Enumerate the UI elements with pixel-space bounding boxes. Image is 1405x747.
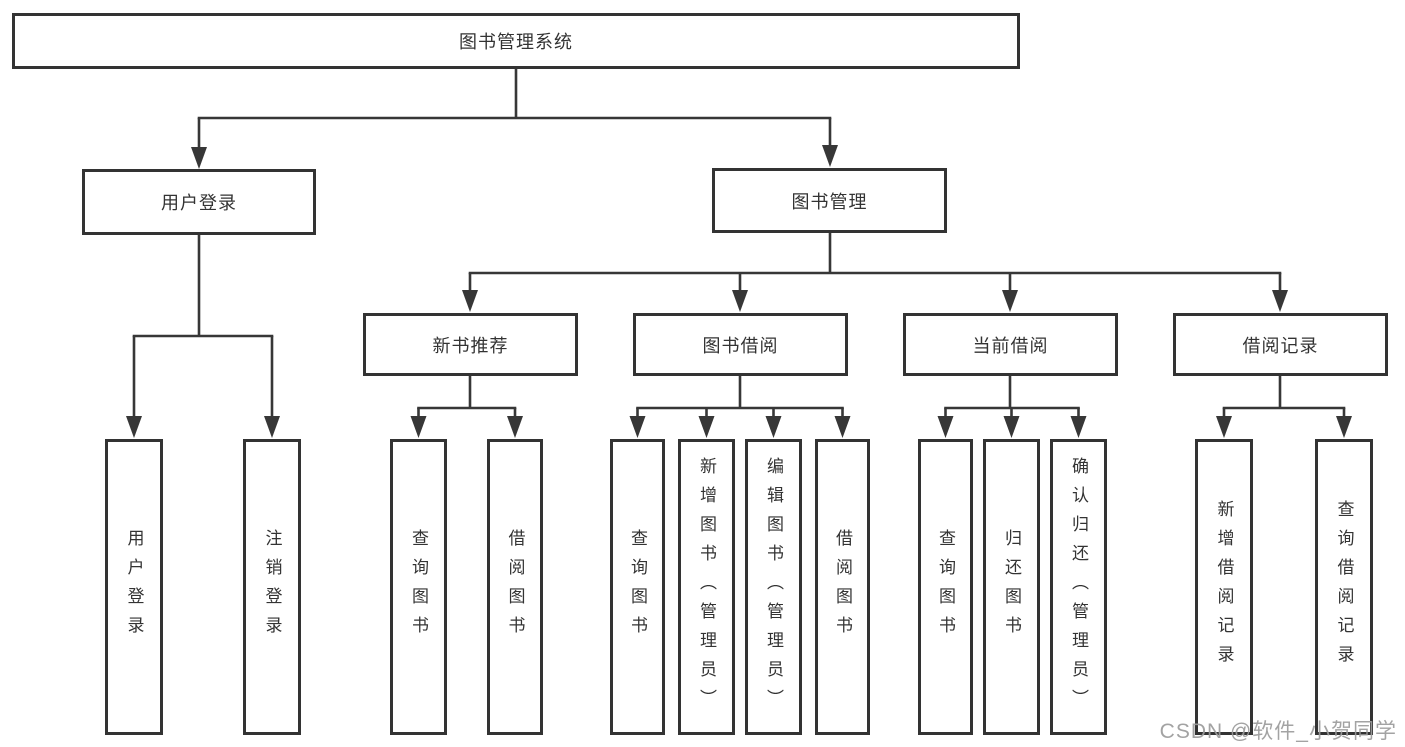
node-current-borrowing-label: 当前借阅 bbox=[972, 335, 1049, 356]
leaf-borrowing-edit-books-admin-label: 编辑图书（管理员） bbox=[764, 456, 783, 718]
leaf-current-query-books: 查询图书 bbox=[918, 439, 973, 735]
leaf-current-confirm-return-admin-label: 确认归还（管理员） bbox=[1069, 456, 1088, 718]
node-book-management: 图书管理 bbox=[712, 168, 947, 233]
leaf-records-query-borrow-record: 查询借阅记录 bbox=[1315, 439, 1373, 735]
leaf-borrowing-borrow-books: 借阅图书 bbox=[815, 439, 870, 735]
node-library-system: 图书管理系统 bbox=[12, 13, 1020, 69]
leaf-records-query-borrow-record-label: 查询借阅记录 bbox=[1334, 500, 1354, 674]
leaf-newbook-borrow-books-label: 借阅图书 bbox=[505, 529, 525, 645]
leaf-current-return-books-label: 归还图书 bbox=[1002, 529, 1021, 645]
node-book-borrowing-label: 图书借阅 bbox=[702, 335, 779, 356]
leaf-logout-login: 注销登录 bbox=[243, 439, 301, 735]
leaf-current-query-books-label: 查询图书 bbox=[936, 529, 955, 645]
node-book-borrowing: 图书借阅 bbox=[633, 313, 848, 376]
node-user-login: 用户登录 bbox=[82, 169, 316, 235]
node-user-login-label: 用户登录 bbox=[161, 193, 237, 213]
node-current-borrowing: 当前借阅 bbox=[903, 313, 1118, 376]
leaf-records-add-borrow-record: 新增借阅记录 bbox=[1195, 439, 1253, 735]
node-library-system-label: 图书管理系统 bbox=[459, 32, 573, 52]
leaf-borrowing-query-books-label: 查询图书 bbox=[628, 529, 647, 645]
leaf-newbook-query-books: 查询图书 bbox=[390, 439, 447, 735]
leaf-current-confirm-return-admin: 确认归还（管理员） bbox=[1050, 439, 1107, 735]
node-new-book-recommend-label: 新书推荐 bbox=[432, 335, 509, 356]
node-book-management-label: 图书管理 bbox=[791, 191, 868, 212]
leaf-newbook-query-books-label: 查询图书 bbox=[409, 529, 428, 645]
leaf-current-return-books: 归还图书 bbox=[983, 439, 1040, 735]
node-borrowing-records-label: 借阅记录 bbox=[1242, 335, 1319, 356]
node-borrowing-records: 借阅记录 bbox=[1173, 313, 1388, 376]
leaf-borrowing-borrow-books-label: 借阅图书 bbox=[833, 529, 852, 645]
leaf-records-add-borrow-record-label: 新增借阅记录 bbox=[1214, 500, 1234, 674]
leaf-user-login: 用户登录 bbox=[105, 439, 163, 735]
node-new-book-recommend: 新书推荐 bbox=[363, 313, 578, 376]
leaf-borrowing-query-books: 查询图书 bbox=[610, 439, 665, 735]
leaf-borrowing-edit-books-admin: 编辑图书（管理员） bbox=[745, 439, 802, 735]
leaf-borrowing-add-books-admin: 新增图书（管理员） bbox=[678, 439, 735, 735]
leaf-user-login-label: 用户登录 bbox=[124, 529, 144, 645]
leaf-newbook-borrow-books: 借阅图书 bbox=[487, 439, 543, 735]
leaf-borrowing-add-books-admin-label: 新增图书（管理员） bbox=[697, 456, 716, 718]
leaf-logout-login-label: 注销登录 bbox=[262, 529, 282, 645]
